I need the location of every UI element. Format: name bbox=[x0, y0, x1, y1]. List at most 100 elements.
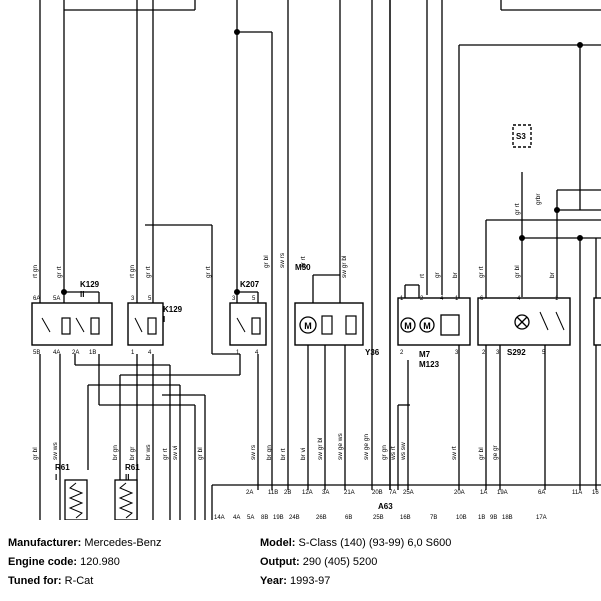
connector-pin-label: 2A bbox=[246, 490, 253, 496]
wire-color-label: sw gr bl bbox=[317, 437, 324, 460]
pin-label: 4A bbox=[53, 350, 60, 356]
wires bbox=[39, 0, 601, 520]
wire-color-label: gr rt bbox=[478, 266, 485, 278]
wire-color-label: br bbox=[452, 271, 459, 278]
pin-label: 5 bbox=[252, 296, 256, 302]
pin-label: 2 bbox=[482, 350, 486, 356]
connector-pin-label: 3A bbox=[322, 490, 329, 496]
wire-color-label: br gn bbox=[112, 445, 119, 460]
lamp-cross bbox=[516, 316, 528, 328]
connector-pin-label: 20A bbox=[454, 490, 465, 496]
connector-pin-label: 16 bbox=[592, 490, 599, 496]
wire-color-label: gr rt bbox=[162, 448, 169, 460]
pin-label: 4 bbox=[255, 350, 259, 356]
wire-color-label: rt gn bbox=[32, 265, 39, 278]
info-panel: Manufacturer: Mercedes-Benz Engine code:… bbox=[0, 520, 601, 601]
wire-color-label: br bbox=[549, 271, 556, 278]
connector-pin-label: 19A bbox=[497, 490, 508, 496]
pin-label: 5B bbox=[33, 350, 40, 356]
pin-label: 1 bbox=[455, 296, 459, 302]
wire-color-label: sw rs bbox=[279, 252, 286, 268]
junction-dots bbox=[61, 29, 583, 295]
r61-ii-label: R61 bbox=[125, 463, 140, 472]
pin-label: 5A bbox=[53, 296, 60, 302]
pin-label: 2 bbox=[400, 350, 404, 356]
wire-color-label: gr gn bbox=[381, 445, 388, 460]
connector-pin-label: 20B bbox=[372, 490, 383, 496]
year-row: Year: 1993-97 bbox=[260, 575, 330, 587]
model-label: Model: bbox=[260, 537, 296, 549]
pin-label: 4 bbox=[148, 350, 152, 356]
wire-color-label: gr rt bbox=[514, 203, 521, 215]
connector-pin-label: 4A bbox=[233, 515, 240, 520]
r61-i-label: R61 bbox=[55, 463, 70, 472]
wire-color-label: gr bl bbox=[263, 255, 270, 268]
model-row: Model: S-Class (140) (93-99) 6,0 S600 bbox=[260, 537, 451, 549]
wire-color-label: gr rt bbox=[56, 266, 63, 278]
connector-pin-label: 6B bbox=[345, 515, 352, 520]
connector-pin-label: 1B bbox=[478, 515, 485, 520]
year-label: Year: bbox=[260, 575, 287, 587]
pin-label: 1 bbox=[236, 350, 240, 356]
connector-pin-label: 17A bbox=[536, 515, 547, 520]
wire-color-label: br rt bbox=[280, 448, 287, 460]
wire-color-label: grbr bbox=[535, 193, 542, 205]
model-value: S-Class (140) (93-99) 6,0 S600 bbox=[298, 537, 452, 549]
engine-row: Engine code: 120.980 bbox=[8, 556, 120, 568]
year-value: 1993-97 bbox=[289, 575, 331, 587]
pin-label: 5 bbox=[542, 350, 546, 356]
wire-color-label: gr bl bbox=[32, 447, 39, 460]
wire-color-label: sw rt bbox=[451, 446, 458, 460]
k129-ii-label: K129 bbox=[80, 280, 100, 289]
relay-coils bbox=[61, 315, 357, 335]
m7-label: M7 bbox=[419, 350, 431, 359]
resistor-zigzags bbox=[68, 482, 134, 519]
pin-label: 3 bbox=[455, 350, 459, 356]
output-value: 290 (405) 5200 bbox=[302, 556, 378, 568]
component-boxes bbox=[31, 124, 601, 346]
engine-value: 120.980 bbox=[80, 556, 120, 568]
connector-pin-label: 7B bbox=[430, 515, 437, 520]
pin-label: 3 bbox=[131, 296, 135, 302]
r61-i-sub: I bbox=[55, 473, 57, 482]
svg-text:M: M bbox=[304, 321, 312, 331]
tuned-value: R-Cat bbox=[64, 575, 94, 587]
wire-color-label: sw vi bbox=[172, 446, 179, 460]
wire-color-label: sw ge gn bbox=[363, 434, 370, 460]
wire-color-label: gr bl bbox=[197, 447, 204, 460]
wire-color-label: ws sw bbox=[400, 442, 407, 461]
manufacturer-label: Manufacturer: bbox=[8, 537, 82, 549]
k207-label: K207 bbox=[240, 280, 260, 289]
manufacturer-value: Mercedes-Benz bbox=[84, 537, 162, 549]
wiring-diagram: M M M K129 II K129 I K207 M50 Y36 M7 M12… bbox=[31, 0, 601, 520]
wire-color-label: gr rt bbox=[145, 266, 152, 278]
m50-label: M50 bbox=[295, 263, 311, 272]
wire-color-label: sw gr bl bbox=[341, 255, 348, 278]
connector-pin-label: 19B bbox=[273, 515, 284, 520]
pin-label: 1 bbox=[131, 350, 135, 356]
wire-color-label: gr rt bbox=[300, 256, 307, 268]
wire-color-label: rt gn bbox=[129, 265, 136, 278]
wire-color-label: gr bl bbox=[514, 265, 521, 278]
connector-pin-label: 1A bbox=[480, 490, 487, 496]
pin-label: 1 bbox=[555, 296, 559, 302]
connector-pin-label: 18B bbox=[502, 515, 513, 520]
pin-label: 1B bbox=[89, 350, 96, 356]
pin-label: 1 bbox=[400, 296, 404, 302]
pin-label: 3 bbox=[232, 296, 236, 302]
pin-label: 6A bbox=[33, 296, 40, 302]
connector-pin-label: 25A bbox=[403, 490, 414, 496]
wire-color-label: gr rt bbox=[205, 266, 212, 278]
s292-label: S292 bbox=[507, 348, 526, 357]
connector-pin-label: 12A bbox=[302, 490, 313, 496]
pin-label: 4 bbox=[517, 296, 521, 302]
connector-pin-label: 5A bbox=[247, 515, 254, 520]
wire-color-label: br ws bbox=[145, 444, 152, 460]
connector-pin-label: 7A bbox=[389, 490, 396, 496]
wire-color-label: rt bbox=[419, 274, 426, 278]
wire-color-label: br gn bbox=[266, 445, 273, 460]
r61-ii-sub: II bbox=[125, 473, 129, 482]
relay-switches bbox=[41, 311, 565, 333]
wire-color-label: gr bl bbox=[478, 447, 485, 460]
motor-letters: M M M bbox=[304, 321, 431, 331]
